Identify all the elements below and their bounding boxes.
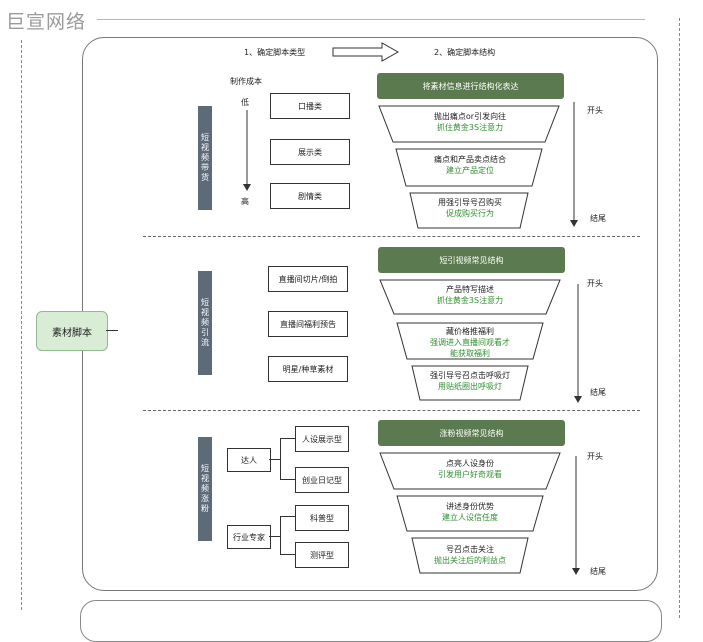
funnel-shape-3 (379, 452, 561, 574)
funnel-layer: 强引导号召点击呼吸灯用贴纸圈出呼吸灯 (430, 371, 510, 391)
flow-arrow-icon (572, 456, 580, 575)
sidebar-section-3: 短视频涨粉 (198, 437, 212, 541)
funnel-layer: 抛出痛点or引发向往抓住黄金3S注意力 (433, 112, 507, 132)
cost-arrow-icon (243, 110, 251, 191)
tree-connector (269, 459, 280, 460)
end-label: 结尾 (590, 567, 606, 576)
step1-label: 1、确定脚本类型 (244, 48, 306, 57)
tree-connector (280, 479, 295, 480)
sidebar-section-2: 短视频引流 (198, 271, 212, 375)
end-label: 结尾 (590, 388, 606, 397)
flow-arrow-icon (570, 102, 578, 227)
script-type-box: 剧情类 (270, 183, 350, 209)
cost-label: 制作成本 (230, 77, 262, 86)
cost-high-label: 高 (241, 197, 249, 206)
group-box: 行业专家 (227, 525, 271, 549)
script-type-box: 直播间福利预告 (268, 311, 348, 337)
script-type-box: 明星/种草素材 (268, 356, 348, 382)
script-type-box: 直播间切片/倒拍 (268, 266, 348, 292)
funnel-layer: 点亮人设身份引发用户好奇观看 (438, 459, 502, 479)
funnel-layer: 用强引导号召购买促成购买行为 (438, 198, 502, 218)
subtype-box: 创业日记型 (295, 467, 349, 493)
tree-connector (280, 554, 295, 555)
step-arrow-icon (332, 42, 400, 62)
funnel-shape-2 (379, 279, 561, 401)
subtype-box: 科普型 (295, 505, 349, 531)
section-divider (143, 236, 640, 237)
group-box: 达人 (227, 448, 271, 472)
script-type-box: 口播类 (270, 93, 350, 119)
right-dashed-guide (679, 18, 680, 618)
funnel-layer: 号召点击关注抛出关注后的利益点 (434, 545, 506, 565)
section-divider (143, 410, 640, 411)
funnel-layer: 藏价格推福利强调进入直播间观看才能获取福利 (430, 327, 510, 358)
source-node: 素材脚本 (36, 311, 108, 351)
tree-connector (280, 438, 295, 439)
start-label: 开头 (587, 452, 603, 461)
tree-connector (280, 438, 281, 479)
tree-connector (269, 536, 280, 537)
flow-arrow-icon (574, 284, 582, 403)
funnel-layer: 产品特写描述抓住黄金3S注意力 (436, 285, 504, 305)
structure-header: 短引视频常见结构 (378, 247, 565, 273)
step2-label: 2、确定脚本结构 (434, 48, 496, 57)
funnel-layer: 讲述身份优势建立人设信任度 (442, 502, 498, 522)
source-connector (106, 330, 118, 331)
tree-connector (280, 516, 295, 517)
structure-header: 将素材信息进行结构化表达 (377, 73, 564, 99)
next-frame (80, 600, 662, 642)
brand-logo: 巨宣网络 (6, 11, 87, 33)
script-type-box: 展示类 (270, 139, 350, 165)
subtype-box: 测评型 (295, 542, 349, 568)
tree-connector (280, 516, 281, 554)
subtype-box: 人设展示型 (295, 426, 349, 452)
cost-low-label: 低 (241, 98, 249, 107)
left-dashed-guide (21, 40, 22, 610)
start-label: 开头 (587, 279, 603, 288)
funnel-shape-1 (378, 105, 560, 229)
top-divider (97, 19, 645, 20)
funnel-layer: 痛点和产品卖点结合建立产品定位 (434, 155, 506, 175)
sidebar-section-1: 短视频带货 (198, 106, 212, 210)
structure-header: 涨粉视频常见结构 (378, 420, 565, 446)
start-label: 开头 (587, 106, 603, 115)
end-label: 结尾 (590, 214, 606, 223)
